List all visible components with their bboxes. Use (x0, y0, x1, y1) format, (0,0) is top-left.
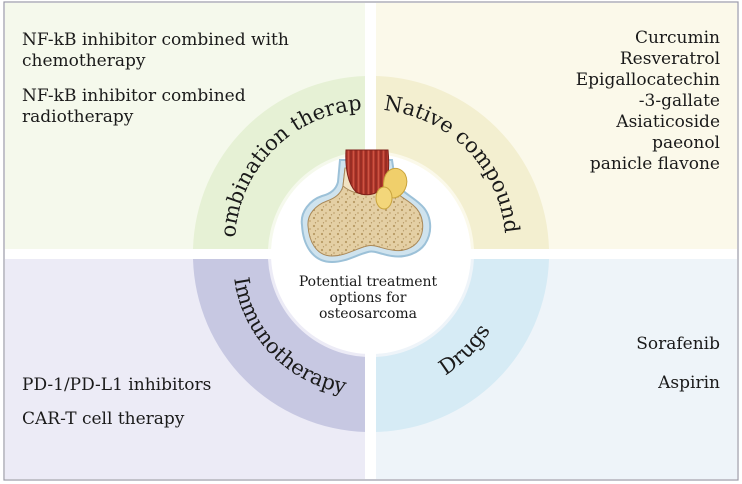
list-item: Sorafenib (636, 334, 720, 354)
caption-line: Potential treatment (298, 274, 438, 290)
caption-line: options for (329, 290, 407, 306)
drugs-list: Sorafenib Aspirin (636, 334, 720, 394)
list-item: chemotherapy (22, 51, 146, 71)
list-item: Curcumin (634, 28, 720, 48)
list-item: NF-kB inhibitor combined with (22, 30, 289, 50)
list-item: Asiaticoside (616, 112, 720, 132)
list-item: -3-gallate (638, 91, 720, 111)
ring-sector-immuno (193, 259, 366, 432)
caption-line: osteosarcoma (318, 306, 418, 322)
bone-illustration (300, 149, 432, 264)
list-item: CAR-T cell therapy (22, 409, 185, 429)
list-item: Aspirin (658, 373, 720, 393)
native-compound-list: Curcumin Resveratrol Epigallocatechin -3… (576, 28, 720, 175)
ring-sector-native (376, 76, 549, 249)
immunotherapy-list: PD-1/PD-L1 inhibitors CAR-T cell therapy (22, 375, 211, 430)
ring-sector-combination (193, 76, 366, 249)
center-caption: Potential treatment options for osteosar… (283, 274, 453, 322)
list-item: Epigallocatechin (575, 70, 720, 90)
list-item: radiotherapy (22, 107, 134, 127)
list-item: Resveratrol (619, 49, 720, 69)
combination-therapy-list: NF-kB inhibitor combined with chemothera… (22, 30, 289, 128)
list-item: paeonol (652, 133, 720, 153)
list-item: panicle flavone (589, 154, 720, 174)
list-item: NF-kB inhibitor combined (22, 86, 246, 106)
ring-sector-drugs (376, 259, 549, 432)
list-item: PD-1/PD-L1 inhibitors (22, 375, 212, 395)
